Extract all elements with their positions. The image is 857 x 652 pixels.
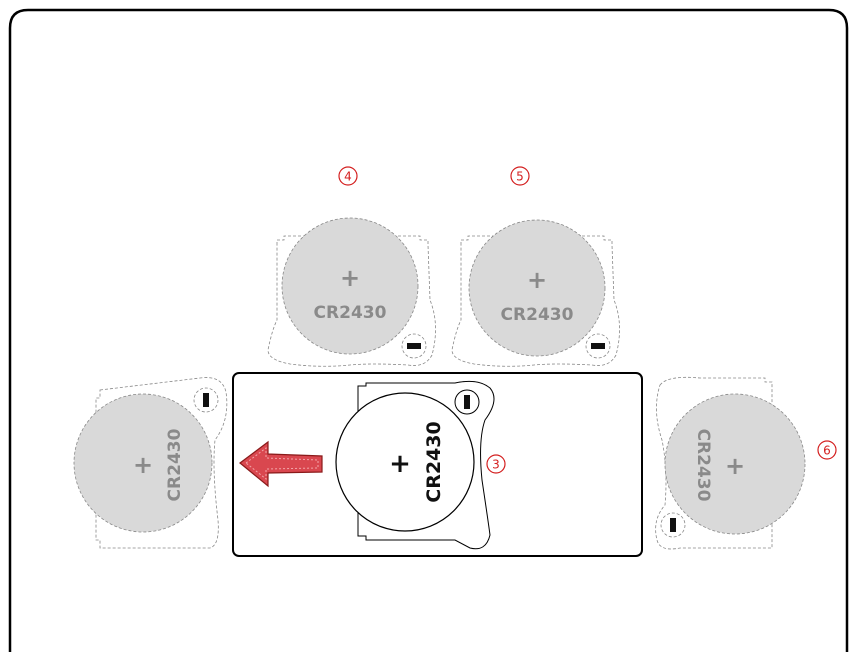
minus-terminal-icon: [407, 343, 421, 349]
battery-model-label: CR2430: [423, 421, 445, 502]
battery-model-label: CR2430: [314, 303, 387, 323]
minus-terminal-ring: [585, 333, 611, 359]
minus-terminal-icon: [670, 518, 676, 532]
battery-holder-right: + CR2430: [655, 376, 806, 550]
arrow-left-icon: [239, 440, 323, 488]
battery-model-label: CR2430: [501, 305, 574, 325]
battery-model-label: CR2430: [693, 429, 713, 502]
plus-sign: +: [725, 452, 745, 480]
holder-outline: [655, 376, 773, 550]
plus-sign: +: [340, 264, 360, 292]
minus-terminal-ring: [401, 333, 427, 359]
callout-4: 4: [338, 166, 358, 186]
callout-6: 6: [817, 440, 837, 460]
battery-holder-top-left: + CR2430: [267, 217, 436, 367]
minus-terminal-icon: [203, 393, 209, 407]
coin-battery: [335, 392, 475, 532]
coin-battery: [468, 219, 606, 357]
coin-battery: [73, 393, 213, 533]
plus-sign: +: [389, 449, 411, 479]
outer-frame: [8, 8, 849, 652]
holder-outline: [357, 380, 495, 550]
holder-outline: [451, 235, 620, 367]
minus-terminal-ring: [660, 512, 686, 538]
battery-holder-center: + CR2430: [335, 380, 495, 550]
battery-model-label: CR2430: [165, 428, 185, 501]
coin-battery: [281, 217, 419, 355]
callout-5: 5: [510, 166, 530, 186]
callout-number: 5: [516, 170, 524, 184]
callout-number: 6: [823, 444, 831, 458]
minus-terminal-ring: [193, 387, 219, 413]
minus-terminal-icon: [464, 395, 470, 409]
battery-holder-top-right: + CR2430: [451, 219, 620, 367]
battery-holder-left: + CR2430: [73, 377, 228, 549]
highlight-frame: [232, 372, 643, 557]
minus-terminal-icon: [591, 343, 605, 349]
callout-number: 4: [344, 170, 352, 184]
callout-number: 3: [492, 458, 500, 472]
plus-sign: +: [527, 266, 547, 294]
coin-battery: [664, 393, 806, 535]
plus-sign: +: [133, 451, 153, 479]
callout-3: 3: [486, 454, 506, 474]
holder-outline: [95, 377, 228, 549]
minus-terminal-ring: [454, 389, 480, 415]
holder-outline: [267, 235, 436, 367]
